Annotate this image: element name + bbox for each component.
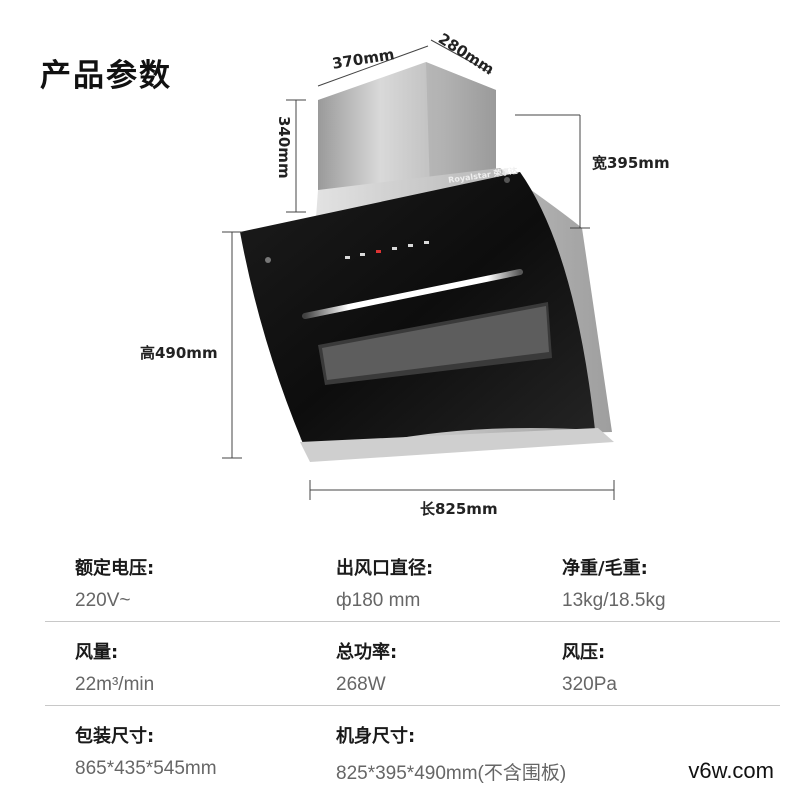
- spec-label: 总功率:: [336, 642, 398, 663]
- spec-value: 865*435*545mm: [75, 758, 217, 779]
- dimension-lines: [222, 39, 615, 500]
- air-intake-grille: [318, 302, 552, 385]
- spec-label: 包装尺寸:: [75, 726, 155, 747]
- control-panel: [265, 241, 429, 263]
- spec-label: 机身尺寸:: [336, 726, 416, 747]
- spec-rated-voltage: 额定电压: 220V~: [75, 540, 325, 612]
- spec-label: 出风口直径:: [336, 558, 434, 579]
- spec-package-size: 包装尺寸: 865*435*545mm: [75, 708, 325, 780]
- glass-panel: [240, 172, 595, 460]
- spec-total-power: 总功率: 268W: [336, 624, 586, 696]
- specs-row: 额定电压: 220V~ 出风口直径: ф180 mm 净重/毛重: 13kg/1…: [0, 540, 800, 630]
- spec-value: ф180 mm: [336, 590, 421, 611]
- spec-value: 825*395*490mm(不含围板): [336, 763, 567, 784]
- page-title: 产品参数: [40, 58, 172, 94]
- spec-value: 13kg/18.5kg: [562, 590, 666, 611]
- spec-body-size: 机身尺寸: 825*395*490mm(不含围板): [336, 708, 636, 785]
- spec-label: 额定电压:: [75, 558, 155, 579]
- height-label: 高490mm: [140, 344, 218, 362]
- spec-label: 风压:: [562, 642, 606, 663]
- led-light-bar: [302, 269, 523, 319]
- watermark: v6w.com: [688, 758, 774, 783]
- spec-label: 净重/毛重:: [562, 558, 648, 579]
- divider: [45, 705, 780, 706]
- spec-value: 220V~: [75, 590, 131, 611]
- length-label: 长825mm: [420, 500, 498, 518]
- range-hood-illustration: [222, 39, 615, 500]
- spec-air-pressure: 风压: 320Pa: [562, 624, 800, 696]
- spec-air-volume: 风量: 22m³/min: [75, 624, 325, 696]
- specs-row: 包装尺寸: 865*435*545mm 机身尺寸: 825*395*490mm(…: [0, 708, 800, 798]
- hood-bottom-trim: [300, 428, 614, 462]
- spec-weight: 净重/毛重: 13kg/18.5kg: [562, 540, 800, 612]
- spec-label: 风量:: [75, 642, 119, 663]
- spec-outlet-diameter: 出风口直径: ф180 mm: [336, 540, 586, 612]
- width-label: 宽395mm: [592, 154, 670, 172]
- specs-row: 风量: 22m³/min 总功率: 268W 风压: 320Pa: [0, 624, 800, 714]
- divider: [45, 621, 780, 622]
- spec-value: 22m³/min: [75, 674, 155, 695]
- indicator-light: [504, 177, 510, 183]
- spec-value: 268W: [336, 674, 386, 695]
- chimney-height-label: 340mm: [275, 116, 293, 179]
- spec-value: 320Pa: [562, 674, 617, 695]
